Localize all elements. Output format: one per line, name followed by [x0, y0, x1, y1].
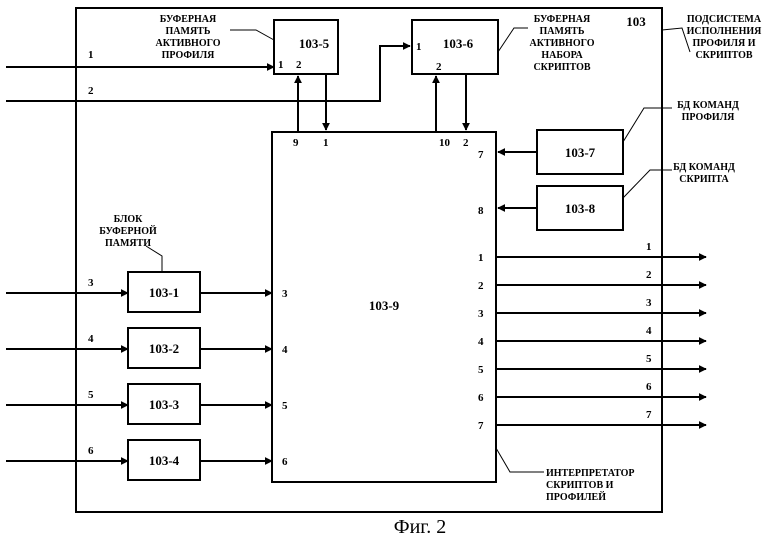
port-103-5-1: 1 — [278, 59, 284, 71]
port-top-2: 2 — [463, 137, 469, 149]
port-out-2: 2 — [478, 280, 484, 292]
output-4-num: 4 — [646, 325, 652, 337]
port-out-5: 5 — [478, 364, 484, 376]
label-103-6-2: ПАМЯТЬ — [540, 26, 585, 37]
label-103-6-4: НАБОРА — [541, 50, 583, 61]
block-103-3-id: 103-3 — [149, 397, 180, 412]
port-left-4: 4 — [282, 344, 288, 356]
output-3-num: 3 — [646, 297, 652, 309]
input-4-num: 4 — [88, 333, 94, 345]
port-in-7: 7 — [478, 149, 484, 161]
figure-caption: Фиг. 2 — [394, 516, 446, 538]
label-buffer-1: БЛОК — [114, 214, 144, 225]
input-3-num: 3 — [88, 277, 94, 289]
port-out-1: 1 — [478, 252, 484, 264]
label-103-8-1: БД КОМАНД — [673, 162, 735, 173]
port-out-3: 3 — [478, 308, 484, 320]
port-103-6-2: 2 — [436, 61, 442, 73]
label-103-1: ПОДСИСТЕМА — [687, 14, 762, 25]
label-buffer-3: ПАМЯТИ — [105, 238, 151, 249]
label-103-8-2: СКРИПТА — [679, 174, 729, 185]
block-103-2-id: 103-2 — [149, 341, 179, 356]
port-top-10: 10 — [439, 137, 451, 149]
label-103-6-1: БУФЕРНАЯ — [534, 14, 591, 25]
label-103-7-2: ПРОФИЛЯ — [682, 112, 736, 123]
block-103-9-id: 103-9 — [369, 298, 400, 313]
port-top-9: 9 — [293, 137, 299, 149]
port-103-5-2: 2 — [296, 59, 302, 71]
block-103-4-id: 103-4 — [149, 453, 180, 468]
label-103-9-2: СКРИПТОВ И — [546, 480, 614, 491]
input-6-num: 6 — [88, 445, 94, 457]
label-buffer-2: БУФЕРНОЙ — [99, 225, 157, 237]
leader-buffer — [145, 245, 163, 272]
leader-103-9 — [495, 447, 544, 473]
input-2-num: 2 — [88, 85, 94, 97]
block-103-6 — [411, 19, 499, 75]
block-103-6-id: 103-6 — [443, 36, 474, 51]
output-2-num: 2 — [646, 269, 652, 281]
label-103-4: СКРИПТОВ — [695, 50, 752, 61]
label-103-3: ПРОФИЛЯ И — [692, 38, 755, 49]
subsystem-frame — [75, 7, 663, 513]
leader-103-7 — [622, 107, 672, 143]
leader-103-5 — [230, 29, 275, 41]
input-5-num: 5 — [88, 389, 94, 401]
port-left-3: 3 — [282, 288, 288, 300]
port-left-6: 6 — [282, 456, 288, 468]
block-103-8-id: 103-8 — [565, 201, 596, 216]
label-103-5-2: ПАМЯТЬ — [166, 26, 211, 37]
leader-103-6 — [497, 27, 528, 53]
label-103-5-4: ПРОФИЛЯ — [162, 50, 216, 61]
input-1-num: 1 — [88, 49, 94, 61]
subsystem-id: 103 — [626, 14, 646, 29]
port-out-7: 7 — [478, 420, 484, 432]
block-103-9 — [271, 131, 497, 483]
output-7-num: 7 — [646, 409, 652, 421]
block-103-7-id: 103-7 — [565, 145, 596, 160]
label-103-5-3: АКТИВНОГО — [155, 38, 220, 49]
leader-103 — [661, 27, 691, 53]
port-103-6-1: 1 — [416, 41, 422, 53]
label-103-7-1: БД КОМАНД — [677, 100, 739, 111]
port-out-4: 4 — [478, 336, 484, 348]
block-103-5 — [273, 19, 339, 75]
port-out-6: 6 — [478, 392, 484, 404]
input-2-line — [6, 42, 411, 102]
label-103-9-1: ИНТЕРПРЕТАТОР — [546, 468, 635, 479]
block-103-5-id: 103-5 — [299, 36, 330, 51]
block-103-1-id: 103-1 — [149, 285, 179, 300]
port-left-5: 5 — [282, 400, 288, 412]
label-103-6-3: АКТИВНОГО — [529, 38, 594, 49]
output-5-num: 5 — [646, 353, 652, 365]
port-top-1: 1 — [323, 137, 329, 149]
label-103-2: ИСПОЛНЕНИЯ — [687, 26, 763, 37]
port-in-8: 8 — [478, 205, 484, 217]
output-1-num: 1 — [646, 241, 652, 253]
label-103-6-5: СКРИПТОВ — [533, 62, 590, 73]
label-103-9-3: ПРОФИЛЕЙ — [546, 491, 606, 503]
leader-103-8 — [622, 169, 672, 199]
output-6-num: 6 — [646, 381, 652, 393]
label-103-5-1: БУФЕРНАЯ — [160, 14, 217, 25]
